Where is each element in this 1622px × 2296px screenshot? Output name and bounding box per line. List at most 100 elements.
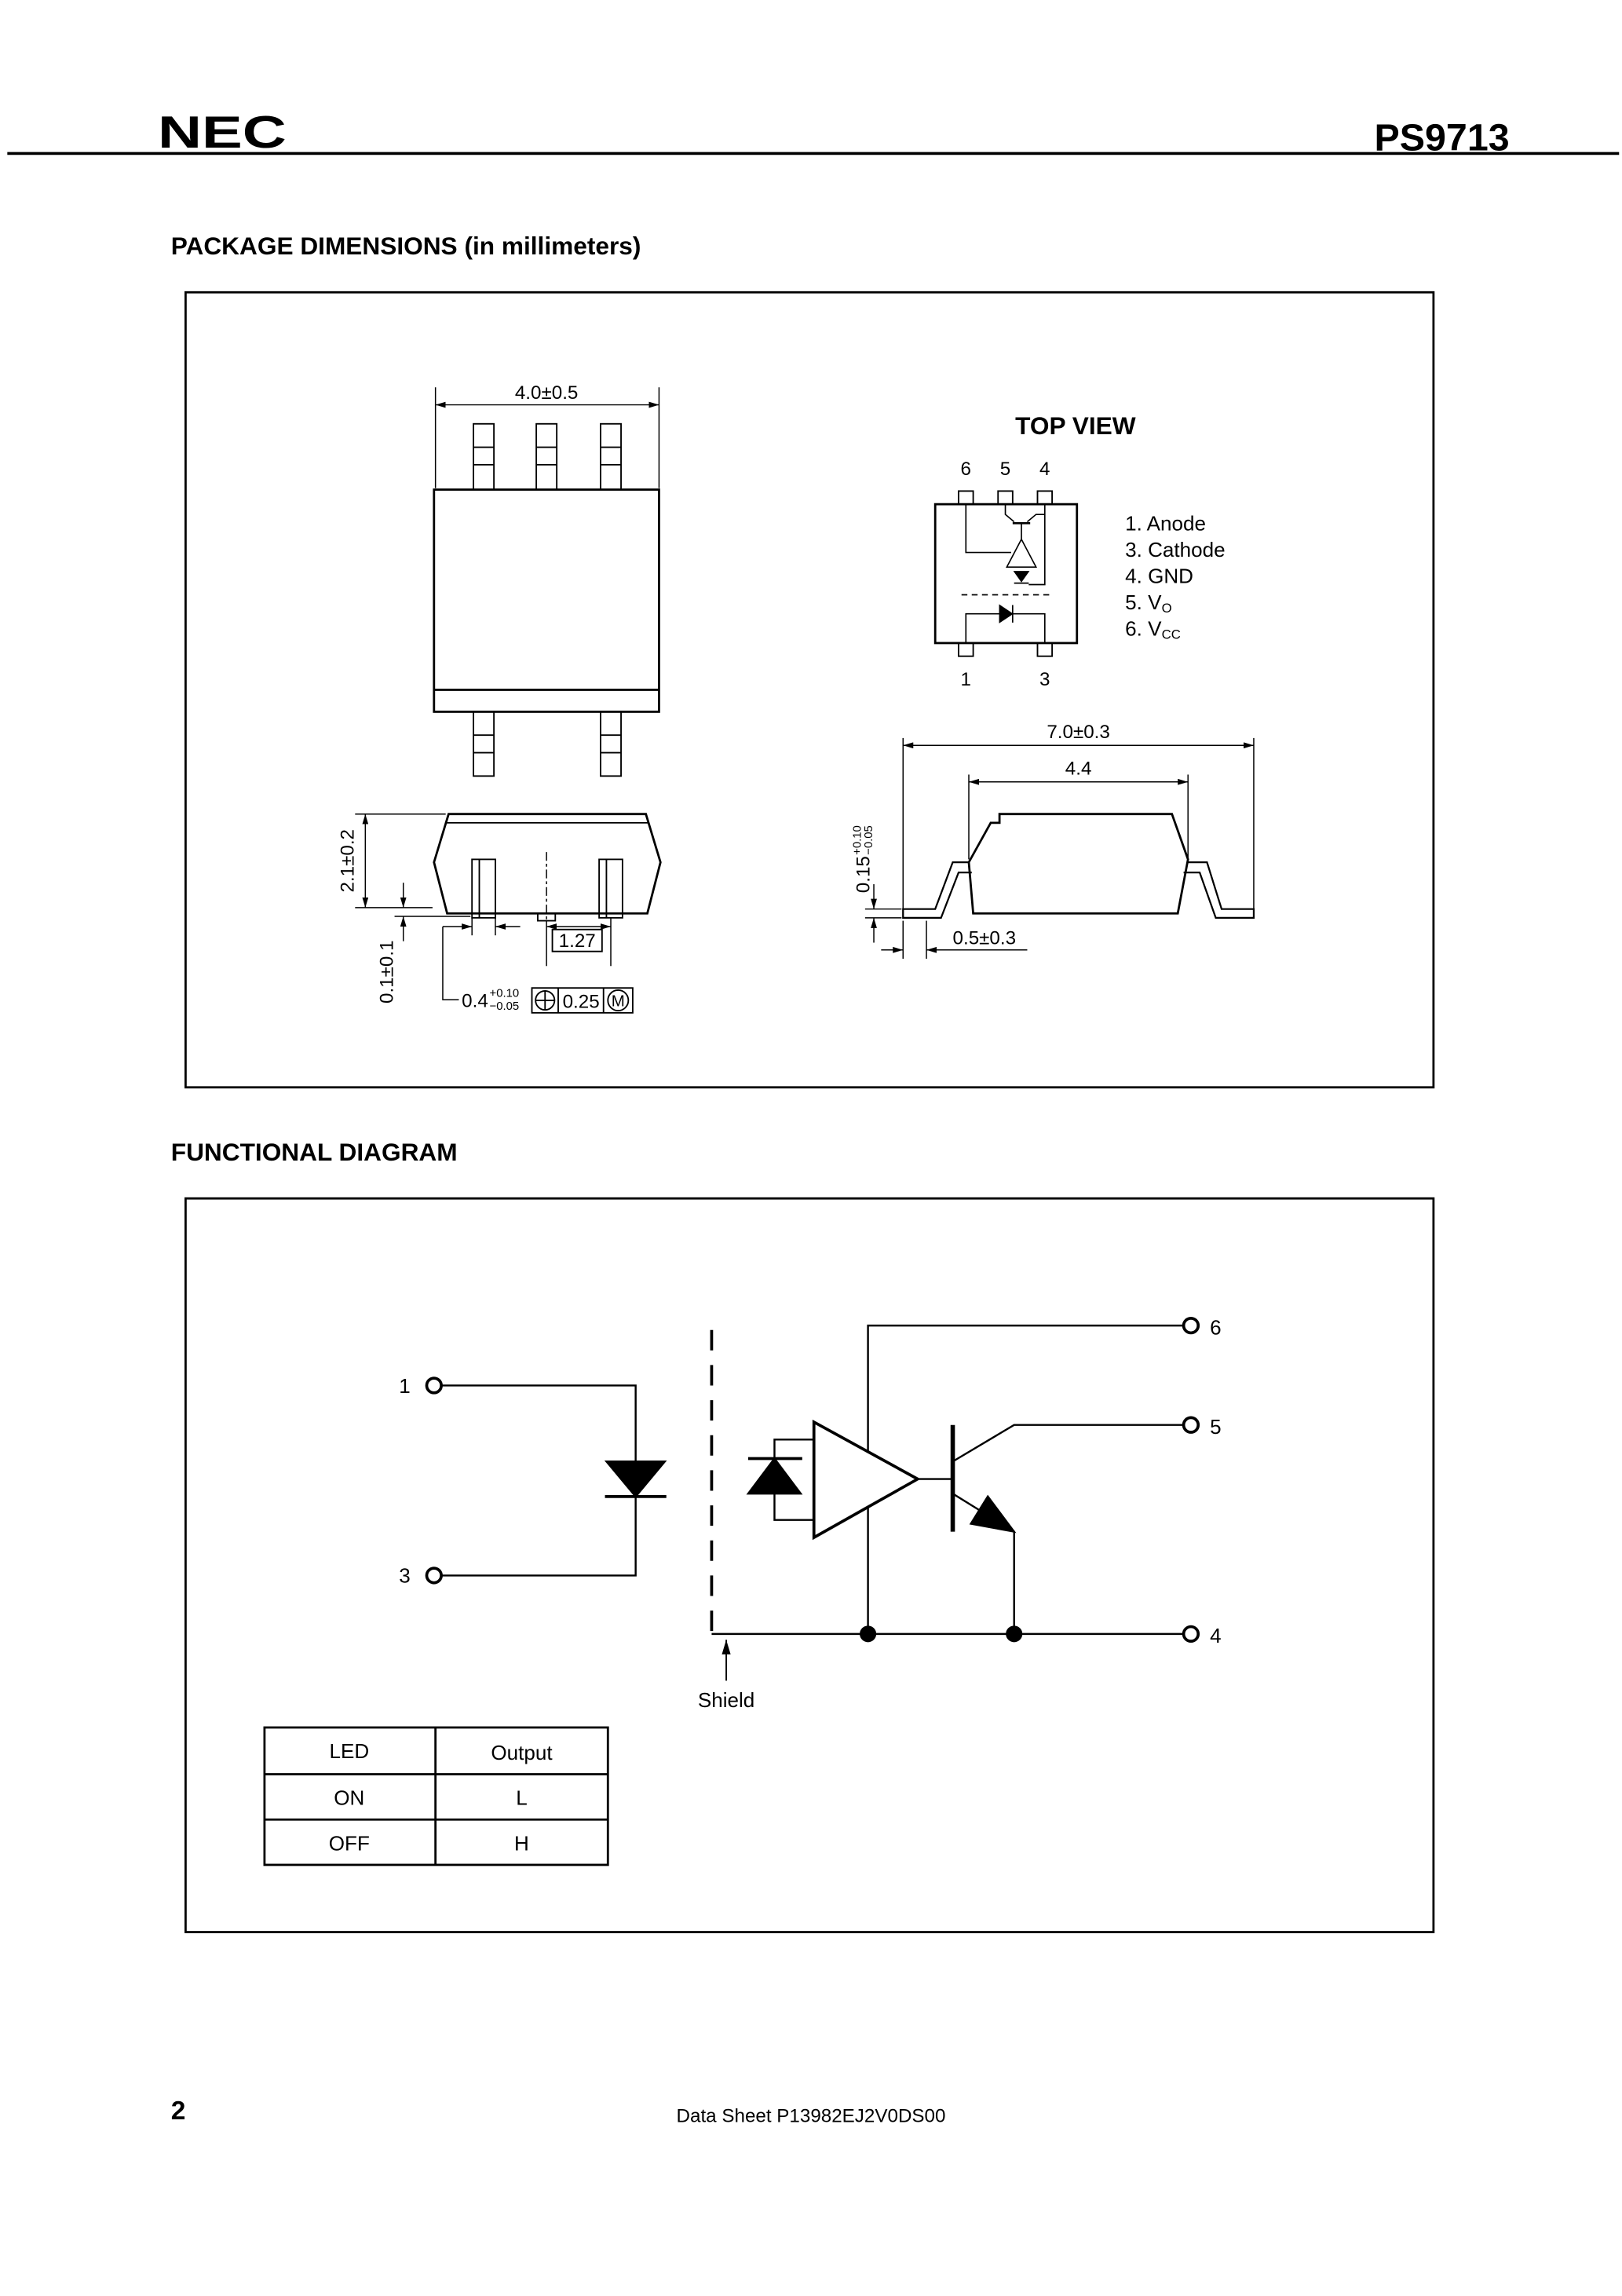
standoff-dimension-label: 0.1±0.1 bbox=[377, 940, 398, 1004]
transistor-collector bbox=[952, 1424, 1184, 1463]
bottom-lead-2 bbox=[600, 711, 622, 777]
side-view-lead-left bbox=[902, 861, 972, 919]
pin-4-label: 4 bbox=[1210, 1624, 1222, 1647]
internal-emitter bbox=[1026, 514, 1045, 523]
led-icon bbox=[604, 1461, 667, 1498]
truth-table-cell: OFF bbox=[329, 1831, 370, 1855]
pitch-dimension-label: 1.27 bbox=[559, 930, 596, 952]
truth-table-cell: ON bbox=[334, 1786, 364, 1810]
side-body bbox=[433, 813, 662, 915]
top-view-pin-5: 5 bbox=[1000, 459, 1010, 480]
lead-thickness-value: 0.15 bbox=[853, 856, 874, 893]
amplifier-icon bbox=[812, 1419, 921, 1541]
side-view-body bbox=[967, 813, 1189, 915]
width-dimension-label: 4.0±0.5 bbox=[515, 382, 579, 404]
functional-schematic bbox=[425, 1316, 1200, 1681]
truth-table-cell: H bbox=[514, 1831, 529, 1855]
top-lead-1 bbox=[473, 422, 495, 491]
page-footer: 2 Data Sheet P13982EJ2V0DS00 bbox=[171, 2097, 946, 2127]
overall-length-label: 7.0±0.3 bbox=[1047, 722, 1110, 743]
internal-photodiode bbox=[1013, 571, 1030, 583]
lead-thickness-tol-minus: −0.05 bbox=[863, 825, 875, 855]
photodiode-icon bbox=[746, 1457, 803, 1495]
body-length-label: 4.4 bbox=[1065, 758, 1092, 779]
page-number: 2 bbox=[171, 2097, 186, 2126]
pin-4-terminal bbox=[1182, 1625, 1200, 1643]
lead-width-tol-plus: +0.10 bbox=[490, 987, 520, 1000]
vcc-wire bbox=[867, 1324, 1184, 1452]
pin-function-vo: 5. V bbox=[1125, 590, 1162, 614]
pin-1-terminal bbox=[425, 1377, 443, 1395]
internal-led bbox=[999, 604, 1014, 623]
foot-length-label: 0.5±0.3 bbox=[953, 927, 1017, 949]
shield-label: Shield bbox=[698, 1688, 754, 1712]
pin-6-label: 6 bbox=[1210, 1315, 1222, 1339]
top-view-lead bbox=[958, 642, 974, 657]
truth-table-cell: L bbox=[516, 1786, 528, 1810]
pitch-basic-box bbox=[551, 928, 603, 952]
top-view-title: TOP VIEW bbox=[1015, 411, 1136, 440]
pin-3-label: 3 bbox=[399, 1564, 411, 1588]
package-dimensions-frame bbox=[184, 291, 1435, 1089]
top-view-body bbox=[933, 503, 1079, 645]
truth-table-header-output: Output bbox=[491, 1741, 553, 1764]
truth-table-header-led: LED bbox=[330, 1739, 370, 1763]
lead-width-label: 0.4 bbox=[462, 990, 488, 1011]
lead-width-tol-minus: −0.05 bbox=[490, 1000, 520, 1013]
package-side-view bbox=[864, 737, 1255, 959]
pin-5-terminal bbox=[1182, 1416, 1200, 1434]
functional-diagram-title: FUNCTIONAL DIAGRAM bbox=[171, 1138, 458, 1166]
top-view-pin-3: 3 bbox=[1039, 669, 1050, 690]
top-view-pin-4: 4 bbox=[1039, 459, 1050, 480]
anode-wire bbox=[441, 1384, 637, 1462]
truth-table: LED Output ON L OFF H bbox=[263, 1726, 609, 1866]
photodiode-bottom-wire bbox=[773, 1493, 814, 1521]
lead-thickness-label: 0.15 +0.10 −0.05 bbox=[851, 825, 875, 893]
side-lead-2 bbox=[598, 858, 623, 919]
cathode-wire bbox=[441, 1496, 637, 1577]
junction-dot bbox=[1006, 1625, 1023, 1643]
pin-function-anode: 1. Anode bbox=[1125, 512, 1206, 536]
internal-cathode-line bbox=[1012, 612, 1046, 643]
top-view-pin-6: 6 bbox=[961, 459, 971, 480]
position-tolerance-icon bbox=[535, 989, 556, 1011]
emitter-arrow-icon bbox=[969, 1494, 1017, 1534]
pin-function-cathode: 3. Cathode bbox=[1125, 538, 1225, 561]
pin-function-list: 1. Anode 3. Cathode 4. GND 5. V O 6. V C… bbox=[1125, 512, 1225, 642]
pin-3-terminal bbox=[425, 1567, 443, 1585]
package-body bbox=[433, 488, 660, 713]
top-lead-2 bbox=[535, 422, 558, 491]
nec-logo: NEC bbox=[158, 108, 287, 158]
pin-function-vo-subscript: O bbox=[1162, 601, 1172, 616]
functional-diagram-frame bbox=[184, 1197, 1435, 1933]
page-header: NEC PS9713 bbox=[7, 108, 1620, 159]
internal-anode-line bbox=[965, 612, 1000, 643]
internal-amplifier bbox=[1006, 537, 1038, 568]
height-dimension-label: 2.1±0.2 bbox=[337, 829, 358, 893]
pin-6-terminal bbox=[1182, 1316, 1200, 1335]
position-modifier: M bbox=[612, 992, 625, 1010]
package-outline-top bbox=[433, 387, 660, 777]
internal-collector bbox=[1004, 504, 1015, 523]
junction-dot bbox=[860, 1625, 877, 1643]
pin-function-vcc: 6. V bbox=[1125, 617, 1162, 641]
modifier-circle bbox=[607, 989, 630, 1011]
internal-gnd-line bbox=[1028, 504, 1046, 586]
pin-5-label: 5 bbox=[1210, 1415, 1222, 1439]
pin-1-label: 1 bbox=[399, 1374, 411, 1398]
lead-width-leader bbox=[442, 927, 459, 1000]
top-lead-3 bbox=[600, 422, 622, 491]
document-id: Data Sheet P13982EJ2V0DS00 bbox=[677, 2106, 946, 2127]
top-view-package bbox=[933, 490, 1079, 657]
top-view-lead bbox=[1036, 490, 1054, 506]
top-view-lead bbox=[997, 490, 1014, 506]
position-tolerance-frame bbox=[531, 987, 634, 1014]
top-view-lead bbox=[958, 490, 974, 506]
top-view-pin-1: 1 bbox=[961, 669, 971, 690]
side-lead-1 bbox=[471, 858, 496, 919]
top-view-lead bbox=[1036, 642, 1054, 657]
internal-vcc-line bbox=[965, 504, 1011, 554]
side-view-lead-right bbox=[1183, 861, 1255, 919]
